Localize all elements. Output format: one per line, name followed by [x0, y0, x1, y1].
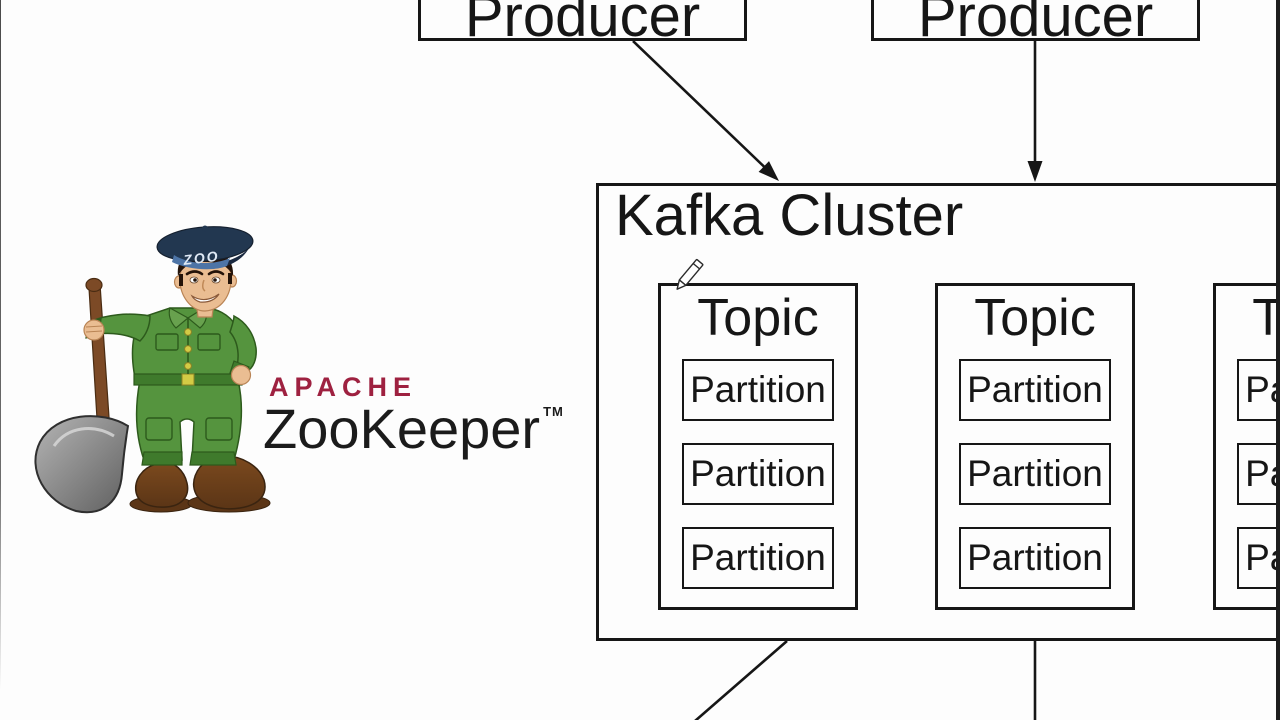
partition-box: Partition — [682, 359, 834, 421]
partition-box: Partition — [682, 443, 834, 505]
producer1-to-cluster-arrow — [632, 40, 779, 181]
arms — [83, 313, 257, 386]
partition-box: Partition — [1237, 527, 1280, 589]
uniform-pants — [135, 379, 243, 466]
cluster-to-consumer-line-left — [694, 640, 788, 720]
producer-label: Producer — [917, 0, 1154, 49]
partition-box: Partition — [1237, 359, 1280, 421]
beret-zoo-text: ZOO — [181, 248, 220, 268]
zookeeper-mascot-illustration: ZOO — [34, 225, 271, 514]
topic-box-2: Topic Partition Partition Partition — [935, 283, 1135, 610]
trademark-symbol: TM — [543, 404, 564, 419]
boots — [129, 455, 271, 513]
topic-label: Topic — [697, 289, 819, 347]
zookeeper-name: ZooKeeper — [263, 397, 541, 460]
partition-box: Partition — [959, 359, 1111, 421]
partition-box: Partition — [1237, 443, 1280, 505]
pencil-cursor-icon — [676, 258, 704, 290]
beret-icon: ZOO — [156, 225, 254, 270]
partition-box: Partition — [959, 443, 1111, 505]
producer-box-1: Producer — [418, 0, 747, 46]
topic-box-1: Topic Partition Partition Partition — [658, 283, 858, 610]
kafka-cluster-box: Kafka Cluster Topic Partition Partition … — [596, 183, 1280, 641]
partition-box: Partition — [959, 527, 1111, 589]
producer-label: Producer — [464, 0, 701, 49]
producer-box-2: Producer — [871, 0, 1200, 46]
kafka-cluster-title: Kafka Cluster — [615, 183, 964, 248]
topic-label: Topic — [974, 289, 1096, 347]
partition-box: Partition — [682, 527, 834, 589]
apache-wordmark: APACHE — [269, 372, 418, 402]
producer2-to-cluster-arrow — [1027, 41, 1043, 182]
shovel-icon — [34, 277, 130, 514]
left-edge-artifact — [0, 0, 1, 690]
topic-label: Topic — [1252, 289, 1280, 347]
topic-box-3: Topic Partition Partition Partition — [1213, 283, 1280, 610]
right-edge-artifact — [1276, 0, 1280, 720]
